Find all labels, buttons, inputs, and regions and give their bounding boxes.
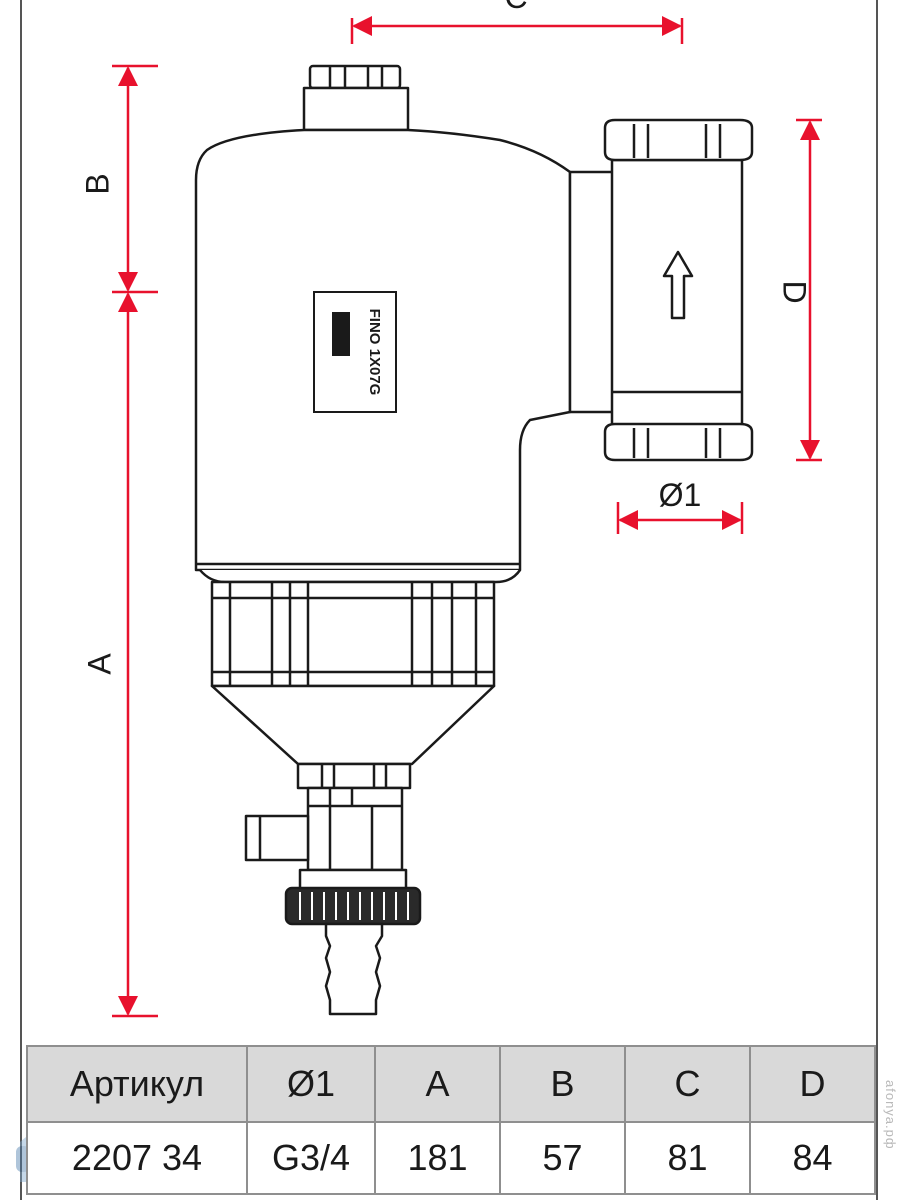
cell-article: 2207 34 [26,1121,248,1195]
top-cap-nut [308,64,402,90]
cell-d1: G3/4 [246,1121,376,1195]
header-d1: Ø1 [246,1045,376,1123]
spec-table-header-row: Артикул Ø1 A B C D [26,1045,876,1123]
hose-barb [324,922,384,1016]
dimension-lines [112,16,822,1018]
drain-nut [296,762,412,790]
pipe-top-nut [603,118,754,162]
dimension-labels: C B A D Ø1 [79,0,812,675]
brand-logo-icon [332,312,350,356]
dimension-c-label: C [504,0,527,15]
header-b: B [499,1045,626,1123]
drain-knurled-ring [284,886,422,926]
label-plate: FINO 1X07G [313,291,397,413]
cell-d: 84 [749,1121,876,1195]
watermark-text: afonya.рф [883,1080,898,1150]
filter-device [194,64,754,1016]
spec-table: Артикул Ø1 A B C D 2207 34 G3/4 181 57 8… [26,1045,876,1195]
header-d: D [749,1045,876,1123]
arrow-up-icon [662,250,694,320]
cell-a: 181 [374,1121,501,1195]
table-row: 2207 34 G3/4 181 57 81 84 [26,1121,876,1195]
header-a: A [374,1045,501,1123]
pipe-bottom-nut [603,422,754,462]
dimension-d-label: D [777,280,813,303]
side-connector [568,170,618,414]
dimension-a-label: A [81,653,117,675]
cell-b: 57 [499,1121,626,1195]
label-plate-text: FINO 1X07G [366,309,383,396]
collector-cone [210,684,496,766]
drain-side-stub [244,814,310,862]
drain-valve-body [306,786,404,872]
header-c: C [624,1045,751,1123]
top-neck [302,86,410,132]
dimension-b-label: B [79,173,115,194]
dimension-d1-label: Ø1 [659,477,702,513]
cell-c: 81 [624,1121,751,1195]
header-article: Артикул [26,1045,248,1123]
